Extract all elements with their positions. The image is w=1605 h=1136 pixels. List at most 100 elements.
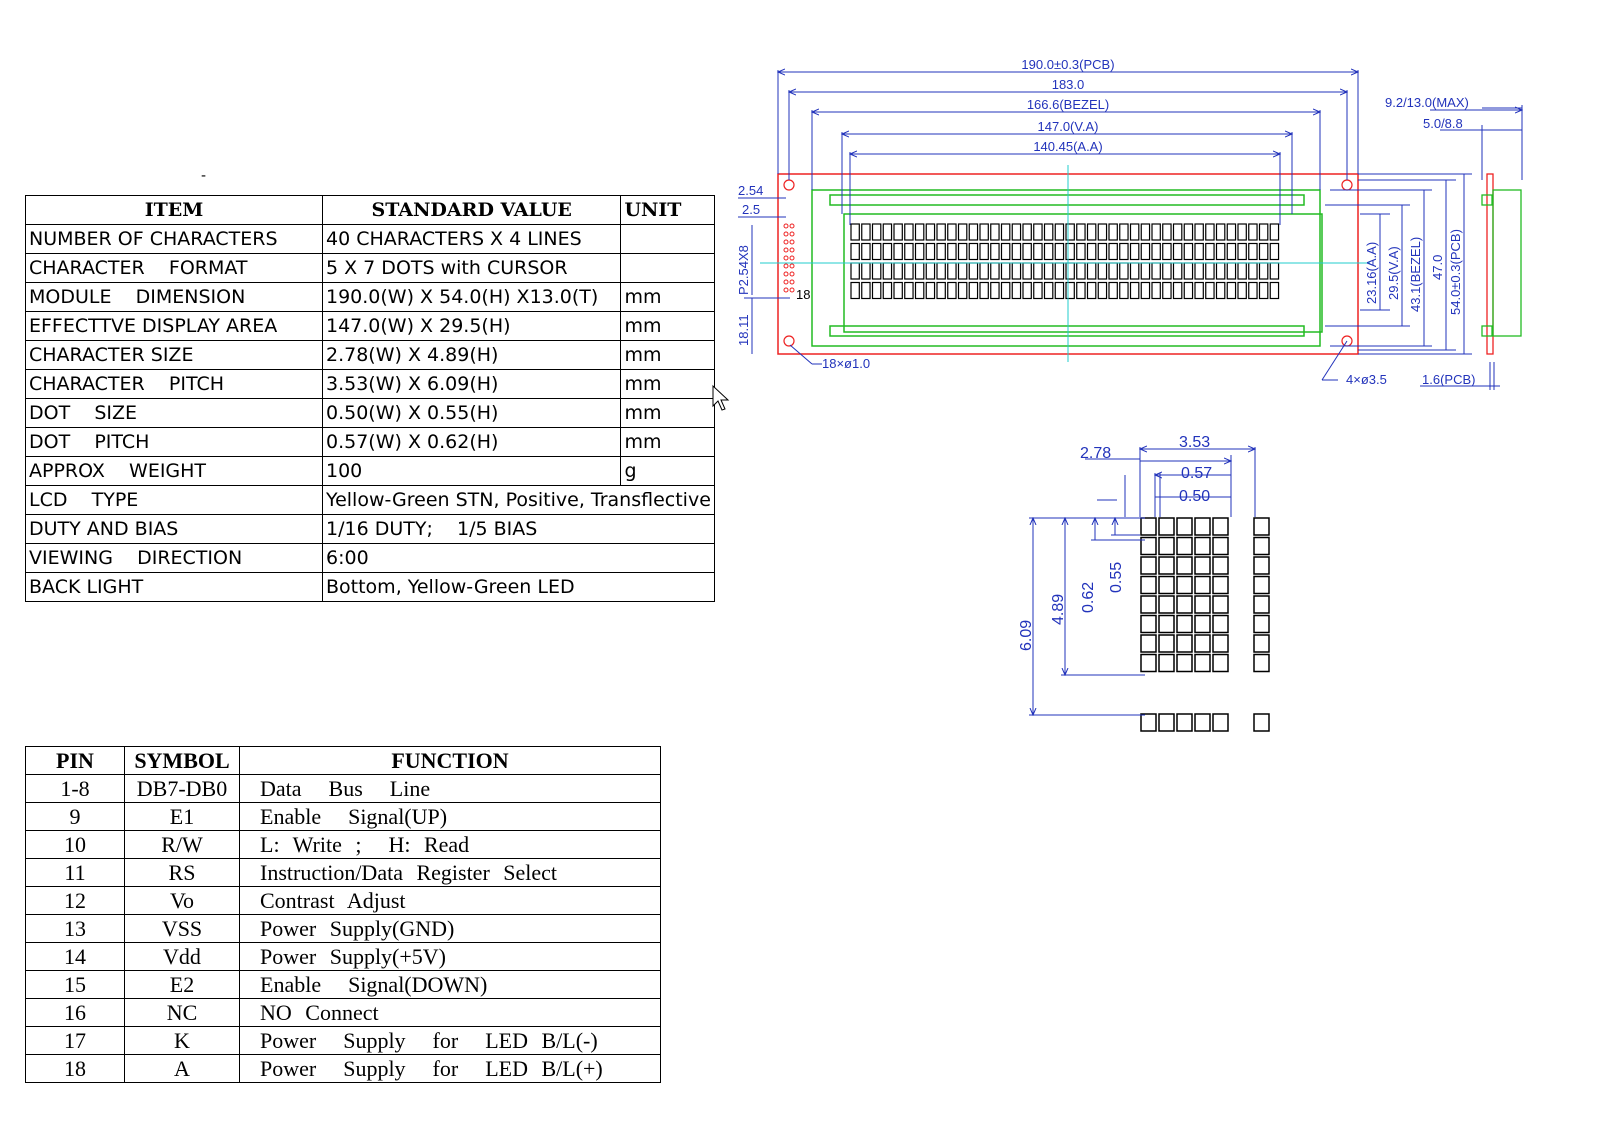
spec-value: 0.57(W) X 0.62(H): [321, 427, 622, 457]
character-cell: [1194, 242, 1204, 261]
dot: [1212, 556, 1229, 575]
spec-item: VIEWING DIRECTION: [25, 543, 323, 573]
spec-value: 147.0(W) X 29.5(H): [321, 311, 622, 341]
character-cell: [1108, 281, 1118, 300]
character-cell: [1065, 223, 1075, 241]
character-cell: [1129, 281, 1140, 300]
character-cell: [979, 281, 989, 300]
spec-item: APPROX WEIGHT: [25, 456, 323, 486]
pin-hole: [789, 247, 795, 253]
spec-value: 3.53(W) X 6.09(H): [321, 369, 622, 399]
character-cell: [1065, 262, 1075, 280]
character-cell: [850, 242, 860, 261]
pin-function: Power Supply(GND): [239, 914, 661, 943]
dot: [1140, 517, 1157, 536]
dot: [1212, 595, 1229, 614]
dot: [1158, 634, 1175, 653]
character-cell: [1000, 242, 1011, 261]
dot: [1194, 536, 1211, 556]
character-cell: [1086, 223, 1097, 241]
character-cell: [1076, 242, 1086, 261]
dim-47: 47.0: [1430, 255, 1445, 280]
dot: [1158, 614, 1175, 634]
character-cell: [990, 281, 1000, 300]
character-cell: [1172, 223, 1183, 241]
character-cell: [990, 242, 1000, 261]
mouse-cursor-icon: [712, 384, 730, 411]
pin-number: 11: [25, 858, 125, 887]
character-cell: [957, 242, 968, 261]
character-cell: [1226, 281, 1237, 300]
character-cell: [904, 262, 914, 280]
dot-matrix-grid: [1140, 517, 1270, 732]
pin-hole: [783, 223, 789, 229]
dot: [1194, 575, 1211, 595]
character-cell: [936, 242, 946, 261]
dot: [1212, 634, 1229, 653]
dim-char-width: 2.78: [1080, 445, 1111, 462]
pin-number: 10: [25, 830, 125, 859]
pin-symbol: E2: [124, 970, 240, 999]
character-cell: [1011, 242, 1022, 261]
character-cell: [968, 223, 979, 241]
dot: [1194, 653, 1211, 673]
character-cell: [1183, 262, 1194, 280]
character-cell: [1215, 223, 1226, 241]
dim-pin-18: 18: [796, 287, 810, 302]
spec-item: NUMBER OF CHARACTERS: [25, 224, 323, 254]
dot: [1194, 556, 1211, 575]
character-cell: [871, 281, 882, 300]
spec-unit: [620, 253, 715, 283]
character-cell: [1097, 281, 1108, 300]
character-cell: [979, 262, 989, 280]
dot: [1140, 556, 1157, 575]
dot: [1176, 614, 1193, 634]
spec-value: 6:00: [322, 543, 715, 573]
pin-number: 12: [25, 886, 125, 915]
character-cell: [1129, 262, 1140, 280]
character-cell: [1248, 242, 1258, 261]
character-cell: [968, 262, 979, 280]
character-cell: [1205, 223, 1215, 241]
pin-header: [783, 223, 795, 293]
dim-bezel-width: 166.6(BEZEL): [1027, 97, 1109, 112]
character-cell: [1011, 281, 1022, 300]
character-cell: [936, 281, 946, 300]
character-cell: [904, 242, 914, 261]
pin-header-row: PIN SYMBOL FUNCTION: [25, 746, 661, 775]
dim-va-height: 29.5(V.A): [1386, 246, 1401, 300]
character-cell: [947, 281, 957, 300]
character-cell: [1108, 242, 1118, 261]
spec-table: ITEM STANDARD VALUE UNIT NUMBER OF CHARA…: [25, 195, 715, 602]
pin-function: L: Write ; H: Read: [239, 830, 661, 859]
character-cell: [914, 223, 925, 241]
character-cell: [1258, 242, 1269, 261]
pin-hole: [783, 247, 789, 253]
pin-hole: [789, 231, 795, 237]
character-cell: [1119, 262, 1129, 280]
character-cell: [1258, 262, 1269, 280]
dot: [1176, 556, 1193, 575]
dot: [1140, 614, 1157, 634]
spec-value: 100: [321, 456, 622, 486]
spec-unit: g: [620, 456, 715, 486]
character-cell: [1172, 281, 1183, 300]
character-cell: [1108, 223, 1118, 241]
dot: [1253, 634, 1270, 653]
character-cell: [990, 223, 1000, 241]
pin-number: 14: [25, 942, 125, 971]
character-cell: [1162, 242, 1172, 261]
dim-pcb-thickness: 1.6(PCB): [1422, 372, 1475, 387]
character-cell: [1011, 223, 1022, 241]
dim-pcb-height: 54.0±0.3(PCB): [1448, 229, 1463, 315]
dot: [1140, 595, 1157, 614]
